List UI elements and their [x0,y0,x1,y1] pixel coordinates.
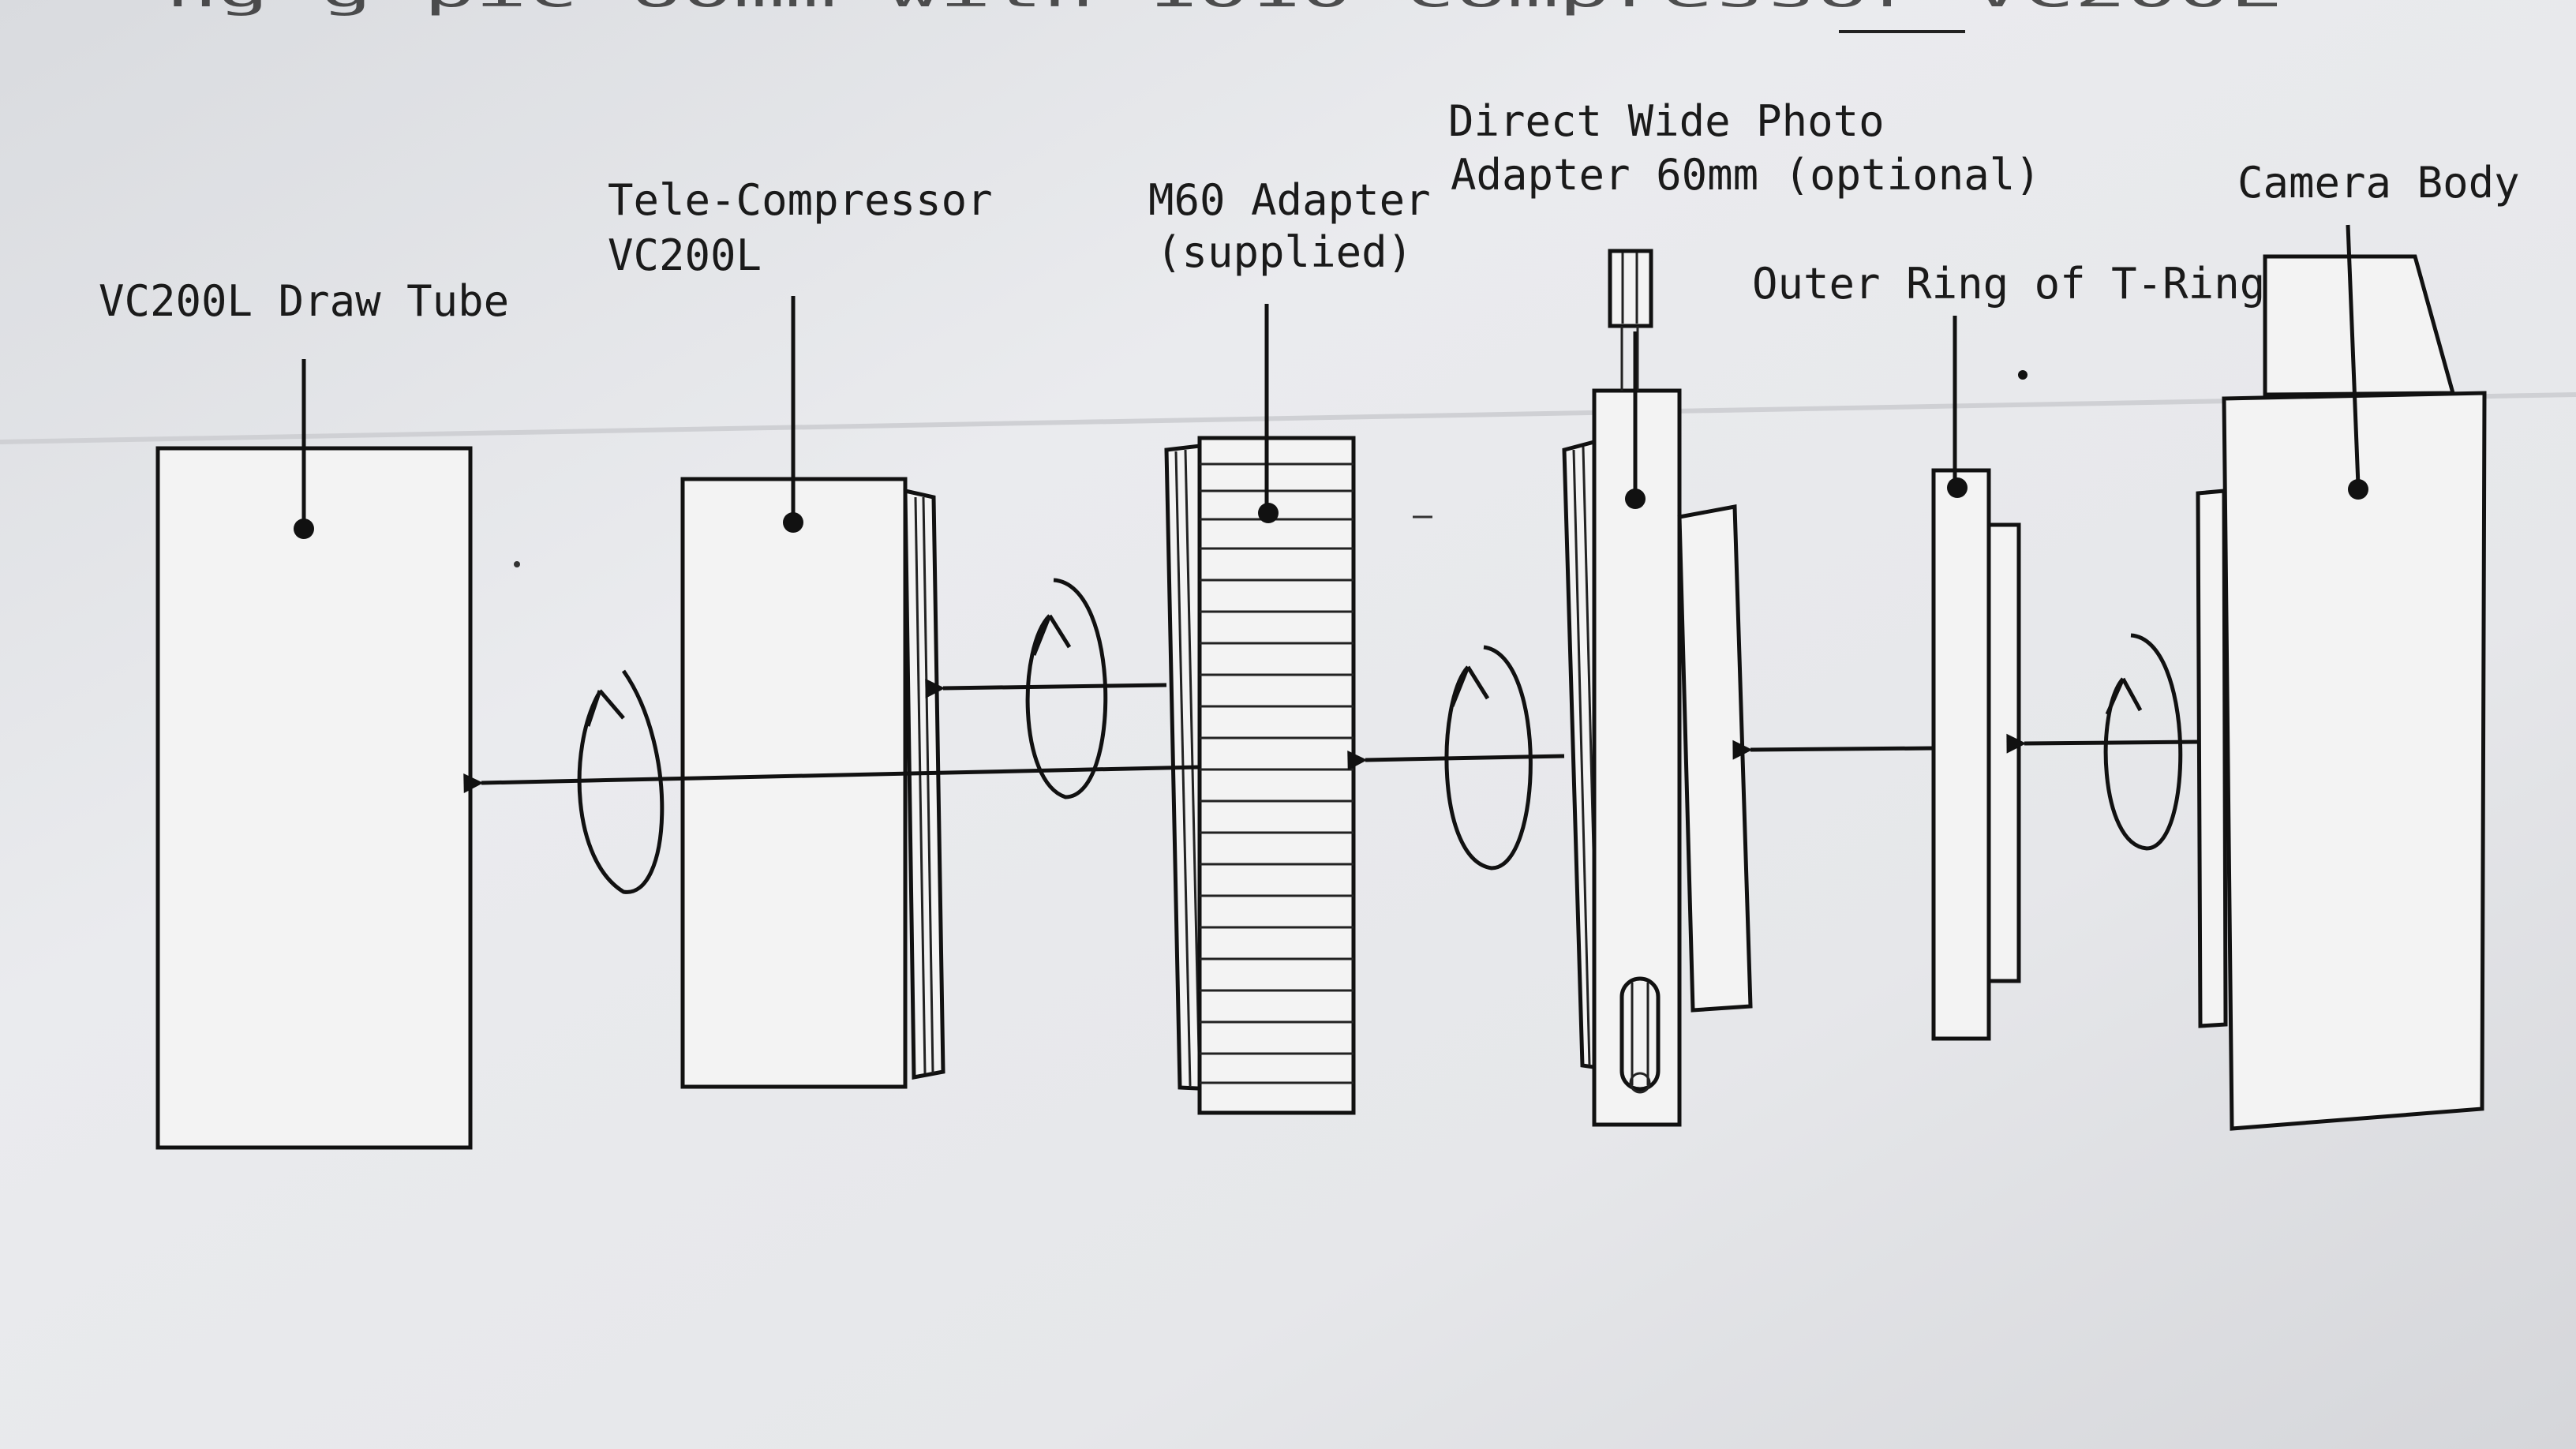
paper-speck [514,561,520,567]
rotate-icon [577,669,665,894]
paper-fold [0,392,2576,444]
label-m60-adapter-line1: M60 Adapter [1148,175,1431,225]
rotation-icons [577,578,2183,894]
label-direct-wide-line1: Direct Wide Photo [1448,96,1885,146]
m60-adapter [1164,304,1356,1115]
label-tele-compressor-line1: Tele-Compressor [608,175,993,225]
tele-compressor [680,296,945,1089]
arrow-m60-to-compressor [925,678,1167,698]
label-draw-tube: VC200L Draw Tube [99,276,509,326]
header-text: ng g pic 60mm with 1010 compressor VC200… [166,0,2281,17]
label-direct-wide-line2: Adapter 60mm (optional) [1451,150,2041,200]
outer-ring-of-t-ring [1931,316,2027,1041]
arrow-ring-to-wide [1732,739,1934,760]
direct-wide-photo-adapter [1562,249,1753,1127]
main-arrow [463,765,1200,793]
rotate-icon [2103,633,2183,851]
camera-body [2196,224,2487,1131]
label-tele-compressor-line2: VC200L [608,230,762,280]
label-camera-body: Camera Body [2237,158,2520,208]
label-m60-adapter-line2: (supplied) [1156,227,1413,277]
rotate-icon [1444,645,1533,871]
draw-tube [155,359,473,1150]
rotate-icon [1025,578,1108,799]
arrow-camera-to-ring [2006,733,2199,754]
label-outer-ring: Outer Ring of T-Ring [1752,259,2265,309]
